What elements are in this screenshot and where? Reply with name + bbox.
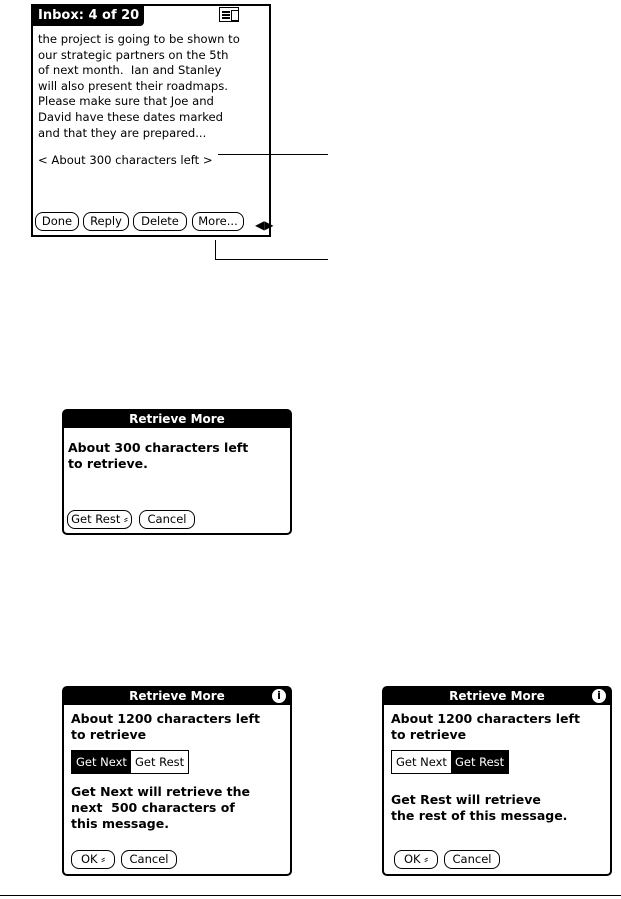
dialog-message: About 300 characters left to retrieve. — [68, 440, 249, 471]
retrieve-more-dialog-get-rest: Retrieve More i About 1200 characters le… — [382, 686, 612, 876]
info-icon[interactable]: i — [592, 689, 606, 703]
info-icon[interactable]: i — [272, 689, 286, 703]
graffiti-shift-icon: ⸗ — [120, 512, 128, 526]
dialog-message: About 1200 characters left to retrieve — [391, 711, 580, 742]
inbox-title[interactable]: Inbox: 4 of 20 — [33, 6, 145, 26]
callout-line-more-vertical — [215, 240, 216, 259]
get-next-option[interactable]: Get Next — [396, 755, 447, 769]
graffiti-shift-icon: ⸗ — [97, 852, 106, 866]
callout-line-more-horizontal — [215, 259, 328, 260]
get-next-option[interactable]: Get Next — [72, 751, 131, 773]
get-rest-option[interactable]: Get Rest — [450, 751, 509, 773]
dialog-title: Retrieve More — [384, 688, 610, 705]
callout-line-chars-left — [218, 154, 328, 155]
inbox-screen: Inbox: 4 of 20 the project is going to b… — [31, 4, 274, 237]
get-rest-label: Get Rest — [71, 512, 121, 526]
reply-button[interactable]: Reply — [83, 212, 129, 231]
scroll-arrows-icon[interactable]: ◀▶ — [255, 218, 274, 232]
menu-icon[interactable] — [219, 7, 239, 22]
cancel-button[interactable]: Cancel — [444, 850, 500, 869]
retrieve-more-dialog-get-next: Retrieve More i About 1200 characters le… — [62, 686, 292, 876]
dialog-title: Retrieve More — [64, 411, 290, 428]
cancel-button[interactable]: Cancel — [139, 510, 195, 529]
get-rest-option[interactable]: Get Rest — [134, 755, 185, 769]
retrieve-mode-selector: Get Next Get Rest — [71, 750, 190, 774]
graffiti-shift-icon: ⸗ — [420, 852, 429, 866]
dialog-message: About 1200 characters left to retrieve — [71, 711, 260, 742]
dialog-description: Get Next will retrieve the next 500 char… — [71, 784, 251, 831]
delete-button[interactable]: Delete — [133, 212, 187, 231]
cancel-button[interactable]: Cancel — [121, 850, 177, 869]
ok-label: OK — [80, 852, 98, 866]
more-button[interactable]: More... — [192, 212, 244, 231]
get-rest-button[interactable]: Get Rest ⸗ — [67, 510, 132, 529]
done-button[interactable]: Done — [35, 212, 79, 231]
characters-left-label: < About 300 characters left > — [38, 153, 213, 167]
retrieve-mode-selector: Get Next Get Rest — [391, 750, 510, 774]
ok-label: OK — [403, 852, 421, 866]
dialog-description: Get Rest will retrieve the rest of this … — [391, 792, 568, 823]
page-bottom-rule — [0, 895, 621, 896]
retrieve-more-dialog-simple: Retrieve More About 300 characters left … — [62, 409, 292, 535]
ok-button[interactable]: OK ⸗ — [71, 850, 115, 869]
dialog-title: Retrieve More — [64, 688, 290, 705]
message-body: the project is going to be shown to our … — [38, 32, 240, 140]
ok-button[interactable]: OK ⸗ — [394, 850, 438, 869]
